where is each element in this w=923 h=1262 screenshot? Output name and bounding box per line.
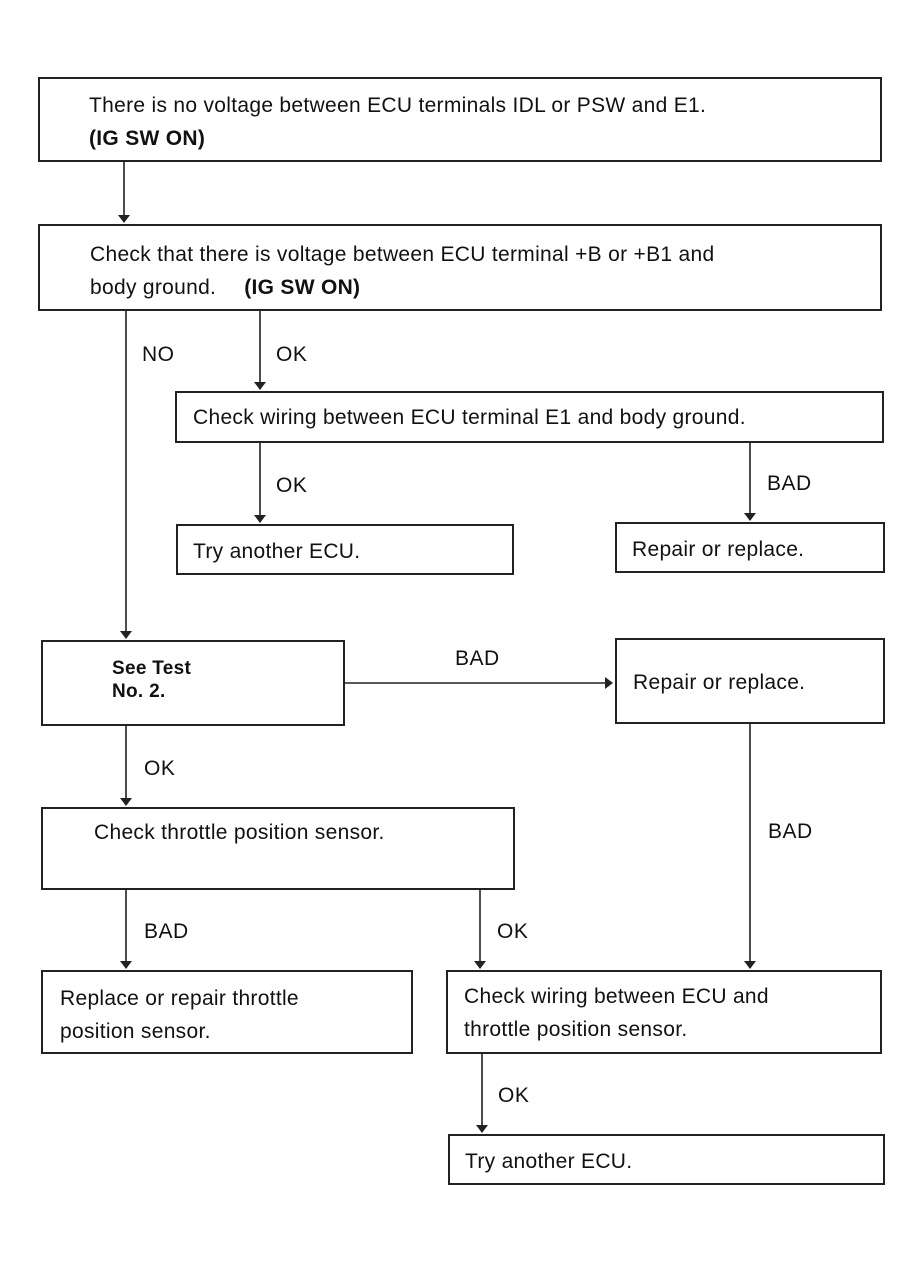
line-1: See Test (112, 658, 192, 679)
step-box-no-voltage (38, 77, 882, 162)
label-ok-5: OK (498, 1084, 530, 1107)
line-1: There is no voltage between ECU terminal… (89, 94, 707, 117)
step-box-check-voltage (38, 224, 882, 311)
label-bad-3: BAD (768, 820, 813, 843)
step-box-see-test-2 (41, 640, 345, 726)
step-box-check-tps (41, 807, 515, 890)
step-text-repair-replace-2: Repair or replace. (633, 671, 806, 694)
step-text-see-test-2: See Test No. 2. (112, 657, 191, 703)
label-bad-4: BAD (144, 920, 189, 943)
step-box-repair-replace-2 (615, 638, 885, 724)
ig-sw-on-note: (IG SW ON) (244, 276, 361, 299)
line-2: No. 2. (112, 681, 166, 702)
step-box-check-wiring-tps (446, 970, 882, 1054)
ig-sw-on-note: (IG SW ON) (89, 127, 206, 150)
step-box-check-wiring-e1 (175, 391, 884, 443)
step-text-no-voltage: There is no voltage between ECU terminal… (89, 89, 706, 155)
line-1: Check that there is voltage between ECU … (90, 243, 715, 266)
step-text-check-voltage: Check that there is voltage between ECU … (90, 238, 714, 304)
line-2: body ground. (IG SW ON) (90, 271, 714, 304)
step-box-try-another-ecu-2 (448, 1134, 885, 1185)
line-2: throttle position sensor. (464, 1018, 688, 1041)
label-bad-1: BAD (767, 472, 812, 495)
step-text-try-another-ecu-1: Try another ECU. (193, 540, 361, 563)
line-1: Replace or repair throttle (60, 987, 299, 1010)
label-no: NO (142, 343, 175, 366)
label-ok-4: OK (497, 920, 529, 943)
label-ok-3: OK (144, 757, 176, 780)
step-box-repair-replace-1 (615, 522, 885, 573)
step-text-replace-repair-tps: Replace or repair throttle position sens… (60, 982, 299, 1048)
label-ok-2: OK (276, 474, 308, 497)
step-text-check-wiring-e1: Check wiring between ECU terminal E1 and… (193, 406, 746, 429)
step-text-check-tps: Check throttle position sensor. (94, 821, 385, 844)
step-text-check-wiring-tps: Check wiring between ECU and throttle po… (464, 980, 769, 1046)
body-ground-text: body ground. (90, 276, 217, 299)
line-1: Check wiring between ECU and (464, 985, 769, 1008)
label-ok-1: OK (276, 343, 308, 366)
step-box-replace-repair-tps (41, 970, 413, 1054)
step-text-repair-replace-1: Repair or replace. (632, 538, 805, 561)
line-2: position sensor. (60, 1020, 211, 1043)
label-bad-2: BAD (455, 647, 500, 670)
step-text-try-another-ecu-2: Try another ECU. (465, 1150, 633, 1173)
step-box-try-another-ecu-1 (176, 524, 514, 575)
